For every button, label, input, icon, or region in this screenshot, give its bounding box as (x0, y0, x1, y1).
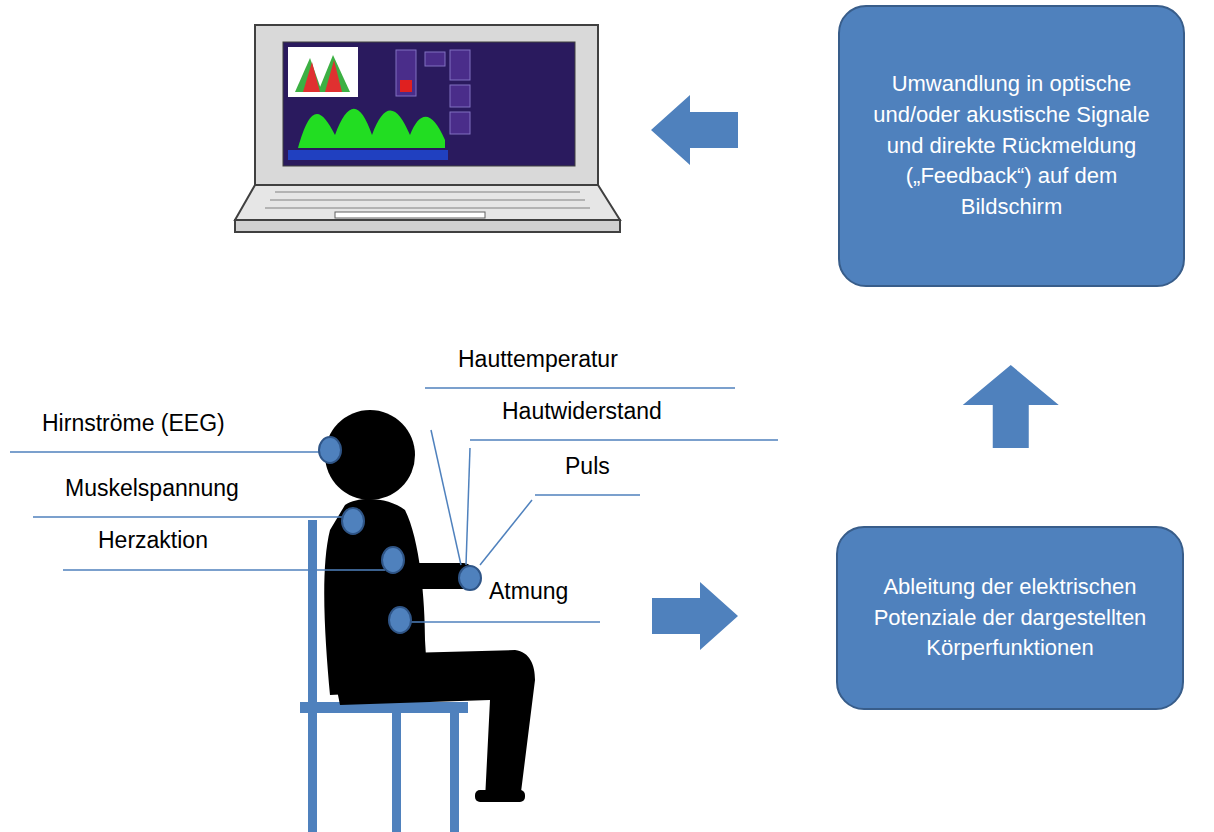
person-silhouette (324, 410, 535, 802)
block-arrow (963, 365, 1059, 448)
block-arrow (651, 95, 738, 165)
signal-label: Puls (565, 453, 610, 480)
signal-label: Hautwiderstand (502, 398, 662, 425)
signal-label: Hauttemperatur (458, 346, 618, 373)
box-text: Ableitung der elektrischen Potenziale de… (856, 572, 1164, 664)
box-text: Umwandlung in optische und/oder akustisc… (858, 69, 1165, 223)
process-box: Umwandlung in optische und/oder akustisc… (838, 5, 1185, 287)
leader-line (10, 388, 778, 622)
laptop (235, 25, 620, 232)
signal-label: Atmung (489, 578, 568, 605)
signal-label: Muskelspannung (65, 475, 239, 502)
signal-label: Hirnströme (EEG) (42, 410, 225, 437)
electrode (319, 437, 481, 633)
block-arrow (652, 582, 738, 650)
signal-label: Herzaktion (98, 527, 208, 554)
process-box: Ableitung der elektrischen Potenziale de… (836, 526, 1184, 710)
